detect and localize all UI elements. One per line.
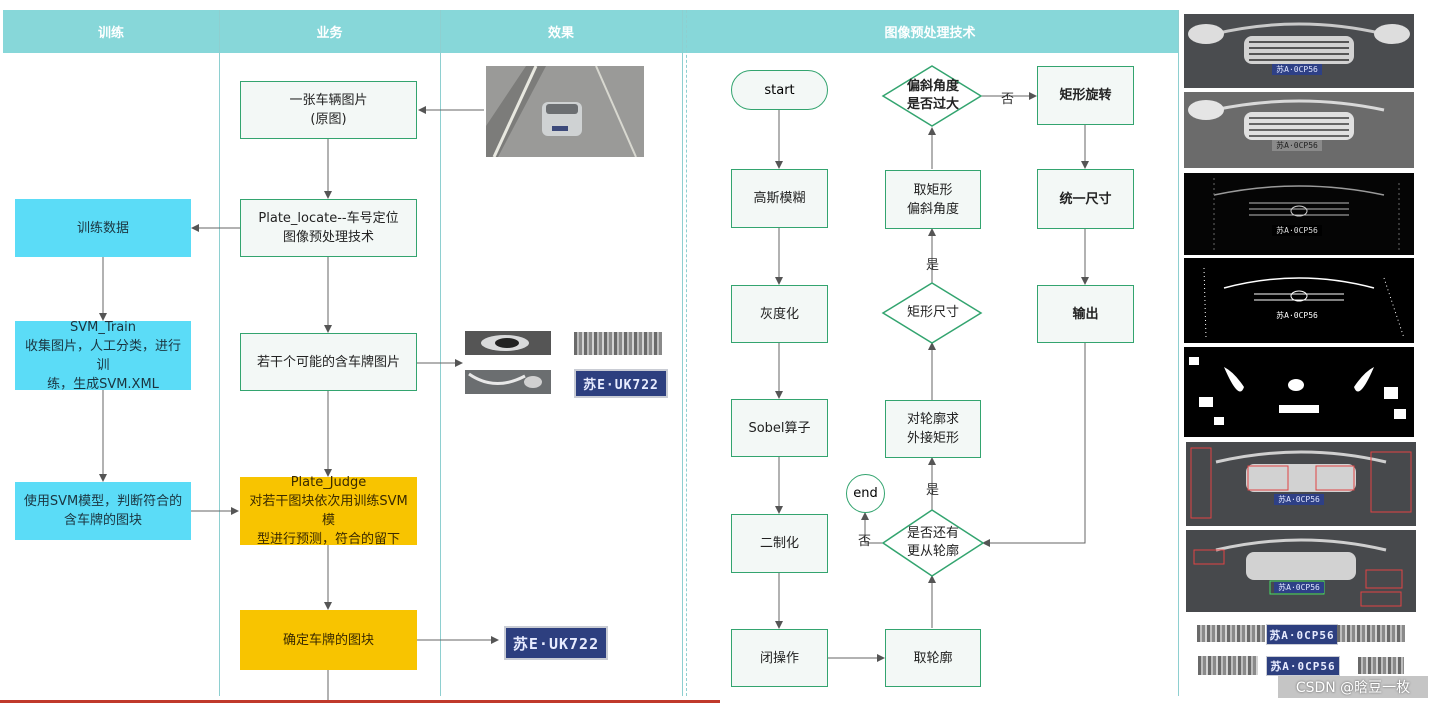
- candidate-plate: 苏E·UK722: [574, 369, 668, 398]
- confirmed-plate-image: 苏E·UK722: [504, 626, 608, 660]
- decision-more-diamond: [881, 509, 985, 577]
- gauss-blur-box: 高斯模糊: [731, 169, 828, 228]
- no-label-angle: 否: [1001, 92, 1015, 107]
- plate-judge-box: Plate_Judge 对若干图块依次用训练SVM模 型进行预测，符合的留下: [240, 475, 417, 547]
- car-image-box: 一张车辆图片 (原图): [240, 81, 417, 139]
- train-data-box: 训练数据: [15, 199, 191, 257]
- decision-angle-diamond: [881, 65, 983, 127]
- confirmed-plate-text: 苏E·UK722: [512, 634, 600, 653]
- result-plate-2-text: 苏A·0CP56: [1270, 660, 1336, 673]
- step-image-sobel: 苏A·0CP56: [1184, 173, 1414, 255]
- more-contour-label: 是否还有 更从轮廓: [906, 526, 959, 559]
- result-strip-2: [1337, 625, 1405, 642]
- step-image-rects: 苏A·0CP56: [1186, 530, 1416, 612]
- get-contour-box: 取轮廓: [885, 629, 981, 687]
- header-effect: 效果: [440, 10, 683, 53]
- step-plate: 苏A·0CP56: [1272, 310, 1322, 321]
- bottom-accent-line: [0, 700, 720, 703]
- sobel-box: Sobel算子: [731, 399, 828, 457]
- candidate-headlight-1: [465, 331, 551, 355]
- step-image-binary: 苏A·0CP56: [1184, 258, 1414, 343]
- lane-divider: [440, 10, 441, 696]
- header-train-label: 训练: [97, 26, 124, 41]
- confirm-plate-box: 确定车牌的图块: [240, 610, 417, 670]
- lane-divider: [219, 10, 220, 696]
- close-op-box: 闭操作: [731, 629, 828, 687]
- header-preprocess: 图像预处理技术: [682, 10, 1179, 53]
- binarize-box: 二制化: [731, 514, 828, 573]
- rotate-box: 矩形旋转: [1037, 66, 1134, 125]
- header-business: 业务: [219, 10, 441, 53]
- header-preprocess-label: 图像预处理技术: [884, 26, 976, 41]
- result-strip-3: [1198, 656, 1258, 675]
- no-label-more: 否: [858, 534, 872, 549]
- step-image-gray: 苏A·0CP56: [1184, 92, 1414, 168]
- step-image-close: [1184, 347, 1414, 437]
- grayscale-box: 灰度化: [731, 285, 828, 343]
- decision-size-diamond: [881, 282, 983, 344]
- watermark: CSDN @晗豆一枚: [1278, 676, 1428, 698]
- step-plate: 苏A·0CP56: [1272, 140, 1322, 151]
- step-plate: 苏A·0CP56: [1272, 225, 1322, 236]
- candidate-grille: [465, 370, 551, 394]
- rect-size-label: 矩形尺寸: [906, 305, 959, 320]
- step-image-contours: 苏A·0CP56: [1186, 442, 1416, 526]
- get-angle-box: 取矩形 偏斜角度: [885, 170, 981, 229]
- header-effect-label: 效果: [547, 26, 574, 41]
- plate-locate-box: Plate_locate--车号定位 图像预处理技术: [240, 199, 417, 257]
- angle-big-label: 偏斜角度 是否过大: [906, 79, 959, 112]
- result-plate-1-text: 苏A·0CP56: [1269, 628, 1335, 642]
- svm-train-box: SVM_Train 收集图片，人工分类，进行训 练，生成SVM.XML: [15, 320, 191, 392]
- road-car-photo: [486, 66, 644, 157]
- header-business-label: 业务: [316, 26, 343, 41]
- result-strip-1: [1197, 625, 1265, 642]
- lane-divider: [682, 10, 683, 696]
- resize-box: 统一尺寸: [1037, 169, 1134, 229]
- step-plate: 苏A·0CP56: [1272, 64, 1322, 75]
- step-plate: 苏A·0CP56: [1274, 582, 1324, 593]
- header-train: 训练: [3, 10, 220, 53]
- yes-label-more: 是: [926, 483, 940, 498]
- end-node: end: [846, 474, 885, 513]
- result-plate-1: 苏A·0CP56: [1266, 624, 1338, 645]
- result-plate-2: 苏A·0CP56: [1266, 656, 1340, 676]
- yes-label-size: 是: [926, 258, 940, 273]
- result-strip-4: [1358, 657, 1404, 674]
- lane-divider: [686, 10, 688, 696]
- step-plate: 苏A·0CP56: [1274, 494, 1324, 505]
- candidates-box: 若干个可能的含车牌图片: [240, 333, 417, 391]
- candidate-plate-text: 苏E·UK722: [583, 378, 659, 393]
- lane-divider: [1178, 10, 1179, 696]
- start-node: start: [731, 70, 828, 110]
- bbox-box: 对轮廓求 外接矩形: [885, 400, 981, 458]
- step-image-original: 苏A·0CP56: [1184, 14, 1414, 88]
- candidate-strip-1: [574, 332, 662, 355]
- use-svm-box: 使用SVM模型，判断符合的 含车牌的图块: [15, 482, 191, 540]
- output-box: 输出: [1037, 285, 1134, 343]
